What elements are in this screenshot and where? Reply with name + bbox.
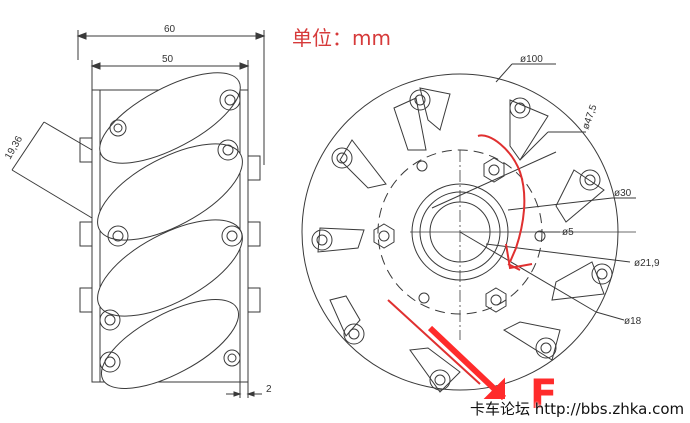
side-view [11,30,266,398]
inner-bore-label: ø21,9 [634,258,660,269]
plate-thickness-label: 2 [266,384,272,395]
bore-offset-label: ø18 [624,316,642,327]
unit-label: 单位：mm [292,26,391,50]
outer-diameter-label: ø100 [520,54,543,65]
hub-diameter-label: ø30 [614,188,632,199]
overall-width-label: 60 [164,24,176,35]
red-annotations [387,134,533,401]
force-label: F [530,372,558,418]
front-view [301,63,636,393]
center-hole-label: ø5 [562,227,574,238]
inner-width-label: 50 [162,54,174,65]
watermark: 卡车论坛 http://bbs.zhka.com [470,400,685,418]
